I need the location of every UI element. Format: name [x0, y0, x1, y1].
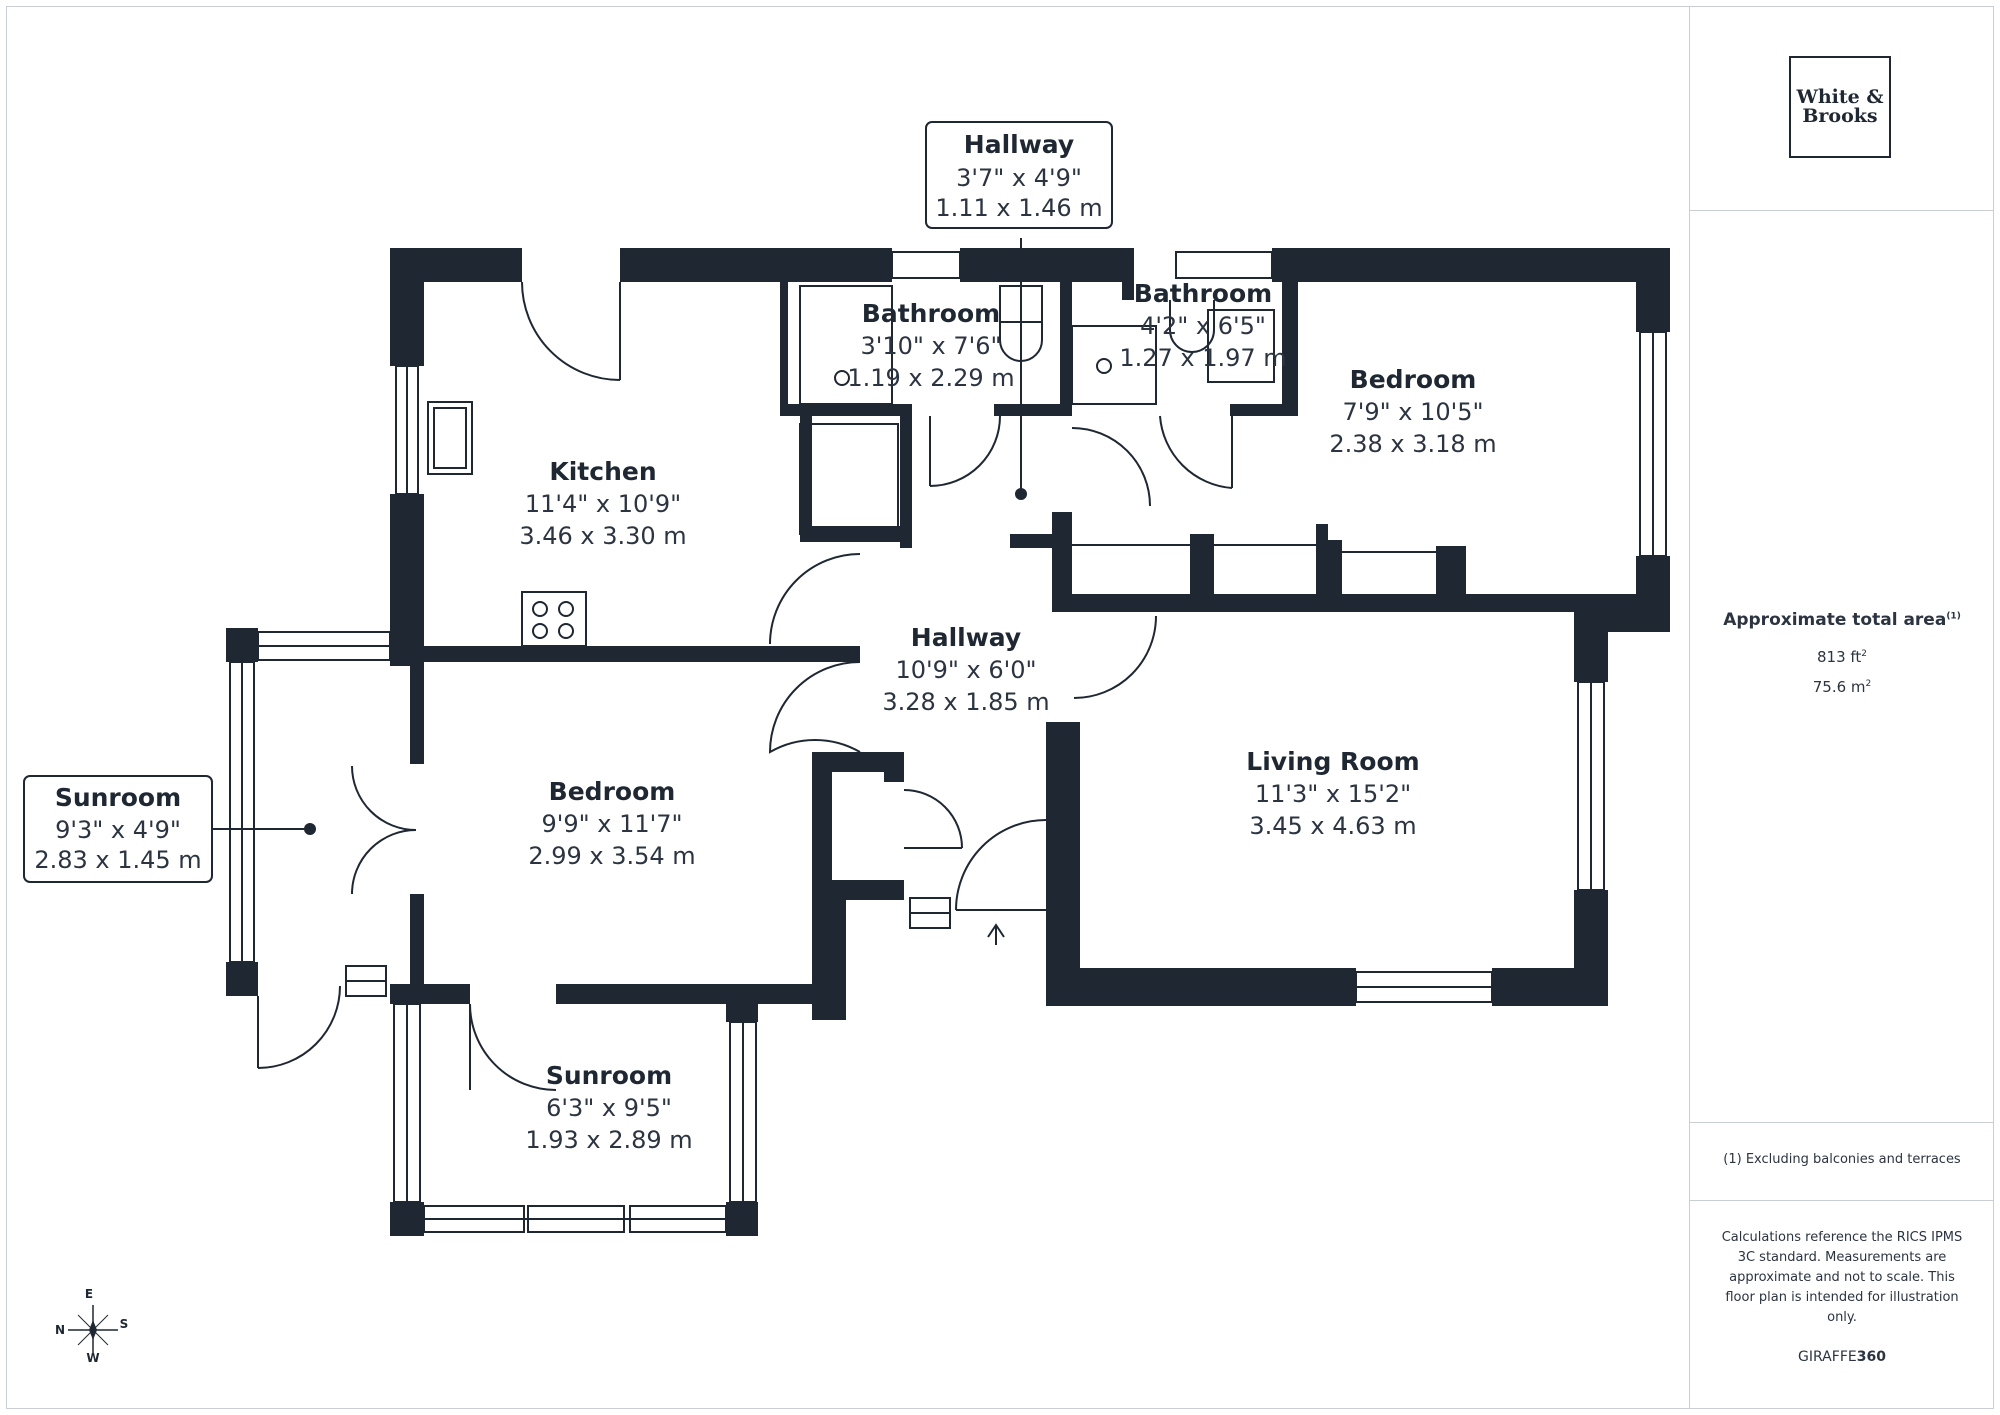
- area-footnote: (1) Excluding balconies and terraces: [1723, 1152, 1961, 1167]
- compass-south-label: S: [120, 1317, 129, 1331]
- room-metric-living-room: 3.45 x 4.63 m: [1249, 812, 1416, 840]
- area-title-note: (1): [1946, 611, 1961, 622]
- room-imperial-hallway-top: 3'7" x 4'9": [956, 164, 1082, 192]
- area-imperial-sup: 2: [1861, 649, 1868, 659]
- room-name-bedroom-1: Bedroom: [1350, 365, 1477, 394]
- sidebar-divider: [1690, 1200, 1994, 1201]
- logo-line-2: Brooks: [1802, 105, 1878, 127]
- room-metric-sunroom-1: 2.83 x 1.45 m: [34, 846, 201, 874]
- room-imperial-bathroom-1: 3'10" x 7'6": [860, 332, 1001, 360]
- room-imperial-sunroom-1: 9'3" x 4'9": [55, 816, 181, 844]
- room-imperial-hallway-main: 10'9" x 6'0": [895, 656, 1036, 684]
- room-metric-bedroom-1: 2.38 x 3.18 m: [1329, 430, 1496, 458]
- hallway-callout-box: [925, 121, 1113, 229]
- room-name-sunroom-1: Sunroom: [55, 783, 181, 812]
- sunroom-callout-box: [23, 775, 213, 883]
- info-sidebar: White & Brooks Approximate total area(1)…: [1689, 6, 1994, 1409]
- room-metric-bathroom-2: 1.27 x 1.97 m: [1119, 344, 1286, 372]
- disclaimer-text: Calculations reference the RICS IPMS 3C …: [1721, 1230, 1963, 1325]
- area-imperial-value: 813 ft: [1816, 648, 1862, 666]
- room-name-bathroom-1: Bathroom: [862, 299, 1000, 328]
- area-metric-sup: 2: [1865, 679, 1872, 689]
- room-imperial-bedroom-1: 7'9" x 10'5": [1342, 398, 1483, 426]
- room-imperial-sunroom-2: 6'3" x 9'5": [546, 1094, 672, 1122]
- room-imperial-bedroom-2: 9'9" x 11'7": [541, 810, 682, 838]
- room-metric-sunroom-2: 1.93 x 2.89 m: [525, 1126, 692, 1154]
- floor-plan: Hallway 3'7" x 4'9" 1.11 x 1.46 m Bathro…: [23, 121, 1670, 1365]
- room-imperial-bathroom-2: 4'2" x 6'5": [1140, 312, 1266, 340]
- room-metric-hallway-top: 1.11 x 1.46 m: [935, 194, 1102, 222]
- logo-line-1: White &: [1796, 86, 1884, 108]
- walls: [226, 248, 1670, 1236]
- area-title: Approximate total area(1): [1690, 610, 1994, 630]
- room-imperial-kitchen: 11'4" x 10'9": [525, 490, 681, 518]
- windows-doors: [229, 251, 1667, 1233]
- room-metric-bedroom-2: 2.99 x 3.54 m: [528, 842, 695, 870]
- compass-icon: [68, 1305, 118, 1355]
- room-name-bedroom-2: Bedroom: [549, 777, 676, 806]
- sidebar-divider: [1690, 210, 1994, 211]
- room-metric-kitchen: 3.46 x 3.30 m: [519, 522, 686, 550]
- room-metric-hallway-main: 3.28 x 1.85 m: [882, 688, 1049, 716]
- giraffe360-brand: GIRAFFE360: [1690, 1349, 1994, 1365]
- room-name-living-room: Living Room: [1246, 747, 1419, 776]
- sidebar-divider: [1690, 1122, 1994, 1123]
- brand-suffix: 360: [1856, 1349, 1886, 1365]
- room-name-bathroom-2: Bathroom: [1134, 279, 1272, 308]
- area-imperial: 813 ft2: [1690, 648, 1994, 666]
- room-name-hallway-top: Hallway: [964, 130, 1074, 159]
- brand-logo: White & Brooks: [1789, 56, 1891, 158]
- room-metric-bathroom-1: 1.19 x 2.29 m: [847, 364, 1014, 392]
- room-name-hallway-main: Hallway: [911, 623, 1021, 652]
- area-metric: 75.6 m2: [1690, 678, 1994, 696]
- room-imperial-living-room: 11'3" x 15'2": [1255, 780, 1411, 808]
- compass-east-label: E: [85, 1287, 93, 1301]
- compass-north-label: N: [55, 1323, 65, 1337]
- brand-prefix: GIRAFFE: [1798, 1349, 1857, 1365]
- compass-west-label: W: [86, 1351, 99, 1365]
- room-name-sunroom-2: Sunroom: [546, 1061, 672, 1090]
- room-name-kitchen: Kitchen: [549, 457, 656, 486]
- area-metric-value: 75.6 m: [1812, 678, 1866, 696]
- page-frame: [6, 6, 1994, 1409]
- area-title-text: Approximate total area: [1723, 610, 1947, 630]
